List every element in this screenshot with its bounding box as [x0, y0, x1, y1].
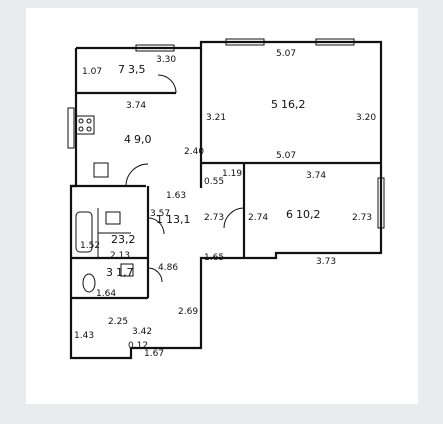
- window-left: [67, 107, 75, 149]
- bathtub-icon: [75, 211, 93, 253]
- window-top-3: [135, 44, 175, 52]
- room-1-label: 1: [156, 213, 163, 226]
- dim-152: 1.52: [80, 241, 100, 251]
- dim-167: 1.67: [144, 349, 164, 359]
- window-top-2: [315, 38, 355, 46]
- dim-486: 4.86: [158, 263, 178, 273]
- kitchen-sink-icon: [93, 162, 109, 178]
- floor-plan-sheet: 1 13,1 2 3,2 3 1,7 4 9,0 5 16,2 6 10,2 7…: [26, 8, 418, 404]
- stove-burner-icon: [86, 118, 92, 124]
- dim-213: 2.13: [110, 251, 130, 261]
- floor-plan-drawing: 1 13,1 2 3,2 3 1,7 4 9,0 5 16,2 6 10,2 7…: [67, 38, 385, 360]
- door-arc-bath: [147, 217, 165, 235]
- dim-273b: 2.73: [352, 213, 372, 223]
- room-4-area: 9,0: [134, 133, 152, 146]
- room-2-area: 3,2: [118, 233, 136, 246]
- room-4-label: 4: [124, 133, 131, 146]
- stove-burner-icon: [86, 126, 92, 132]
- room-5-label: 5: [271, 98, 278, 111]
- dim-012: 0.12: [128, 341, 148, 351]
- dim-357: 3.57: [150, 209, 170, 219]
- room-5-area: 16,2: [281, 98, 306, 111]
- room-7-label: 7: [118, 63, 125, 76]
- room-3-label: 3: [106, 266, 113, 279]
- dim-342: 3.42: [132, 327, 152, 337]
- dim-119: 1.19: [222, 169, 242, 179]
- room-2-label: 2: [111, 233, 118, 246]
- dim-274: 2.74: [248, 213, 268, 223]
- room-3-area: 1,7: [116, 266, 134, 279]
- window-top-1: [225, 38, 265, 46]
- toilet-icon: [82, 273, 96, 293]
- dim-507a: 5.07: [276, 49, 296, 59]
- stove-burner-icon: [78, 118, 84, 124]
- window-right: [377, 177, 385, 229]
- dim-055: 0.55: [204, 177, 224, 187]
- dim-321: 3.21: [206, 113, 226, 123]
- door-arc-wc: [147, 267, 163, 283]
- dim-507b: 5.07: [276, 151, 296, 161]
- dim-269: 2.69: [178, 307, 198, 317]
- dim-273a: 2.73: [204, 213, 224, 223]
- dim-164: 1.64: [96, 289, 116, 299]
- door-arc-hall: [157, 74, 177, 94]
- dim-320: 3.20: [356, 113, 376, 123]
- door-arc-room6: [223, 207, 245, 229]
- stove-burner-icon: [78, 126, 84, 132]
- door-arc-kitchen: [125, 163, 149, 187]
- dim-107: 1.07: [82, 67, 102, 77]
- dim-165: 1.65: [204, 253, 224, 263]
- outer-wall: [69, 40, 383, 360]
- dim-374a: 3.74: [126, 101, 146, 111]
- stove-icon: [75, 115, 95, 135]
- dim-330: 3.30: [156, 55, 176, 65]
- room-6-area: 10,2: [296, 208, 321, 221]
- dim-373: 3.73: [316, 257, 336, 267]
- dim-240: 2.40: [184, 147, 204, 157]
- wc-basin-icon: [120, 263, 134, 277]
- room-7-area: 3,5: [128, 63, 146, 76]
- washbasin-icon: [105, 211, 121, 225]
- dim-143: 1.43: [74, 331, 94, 341]
- dim-163: 1.63: [166, 191, 186, 201]
- room-6-label: 6: [286, 208, 293, 221]
- dim-225: 2.25: [108, 317, 128, 327]
- dim-374b: 3.74: [306, 171, 326, 181]
- room-1-area: 13,1: [166, 213, 191, 226]
